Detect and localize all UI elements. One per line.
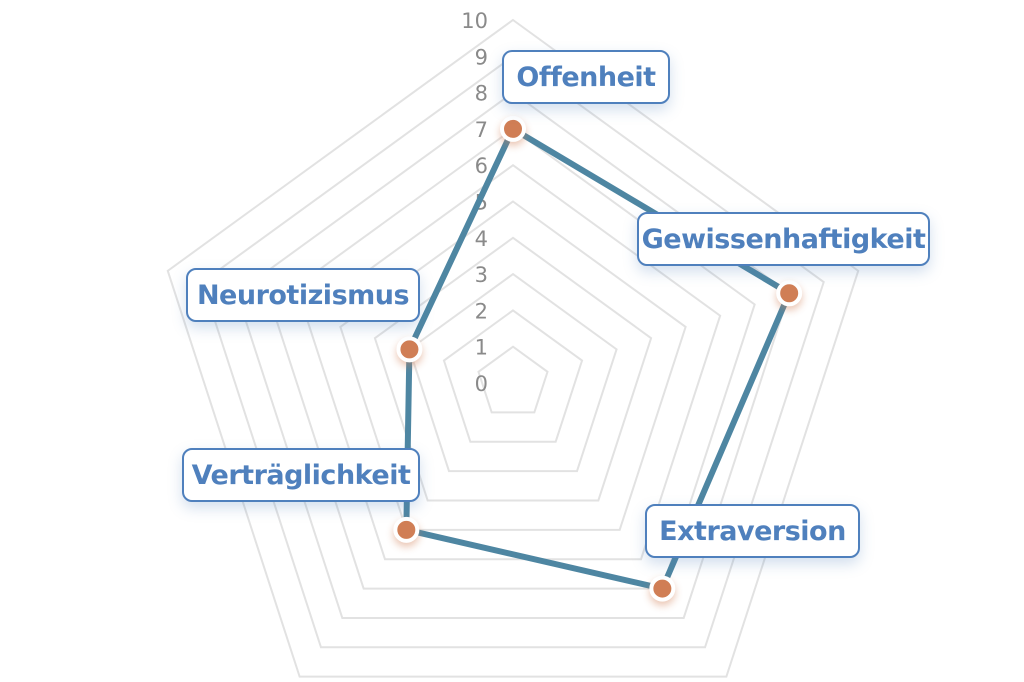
grid-ring-1 [477,345,549,414]
grid-ring-3 [408,272,618,473]
axis-label-neurotizismus: Neurotizismus [186,268,420,322]
axis-label-vertraeglichkeit: Verträglichkeit [182,448,420,502]
data-point-verträglichkeit [393,516,420,543]
data-point-neurotizismus [396,336,423,363]
data-point-extraversion [649,575,676,602]
tick-label: 6 [475,154,488,178]
data-point-gewissenhaftigkeit [776,280,803,307]
axis-label-extraversion: Extraversion [645,504,860,558]
tick-label: 8 [475,82,488,106]
tick-label: 3 [475,263,488,287]
tick-label: 7 [475,118,488,142]
tick-label: 1 [475,336,488,360]
tick-label: 4 [475,227,488,251]
tick-label: 0 [475,372,488,396]
axis-label-offenheit: Offenheit [502,50,670,104]
axis-label-gewissenhaftigkeit: Gewissenhaftigkeit [637,212,930,266]
tick-label: 10 [461,9,488,33]
tick-label: 9 [475,45,488,69]
grid-ring-2 [442,309,584,443]
data-point-offenheit [500,115,526,142]
tick-label: 2 [475,299,488,323]
